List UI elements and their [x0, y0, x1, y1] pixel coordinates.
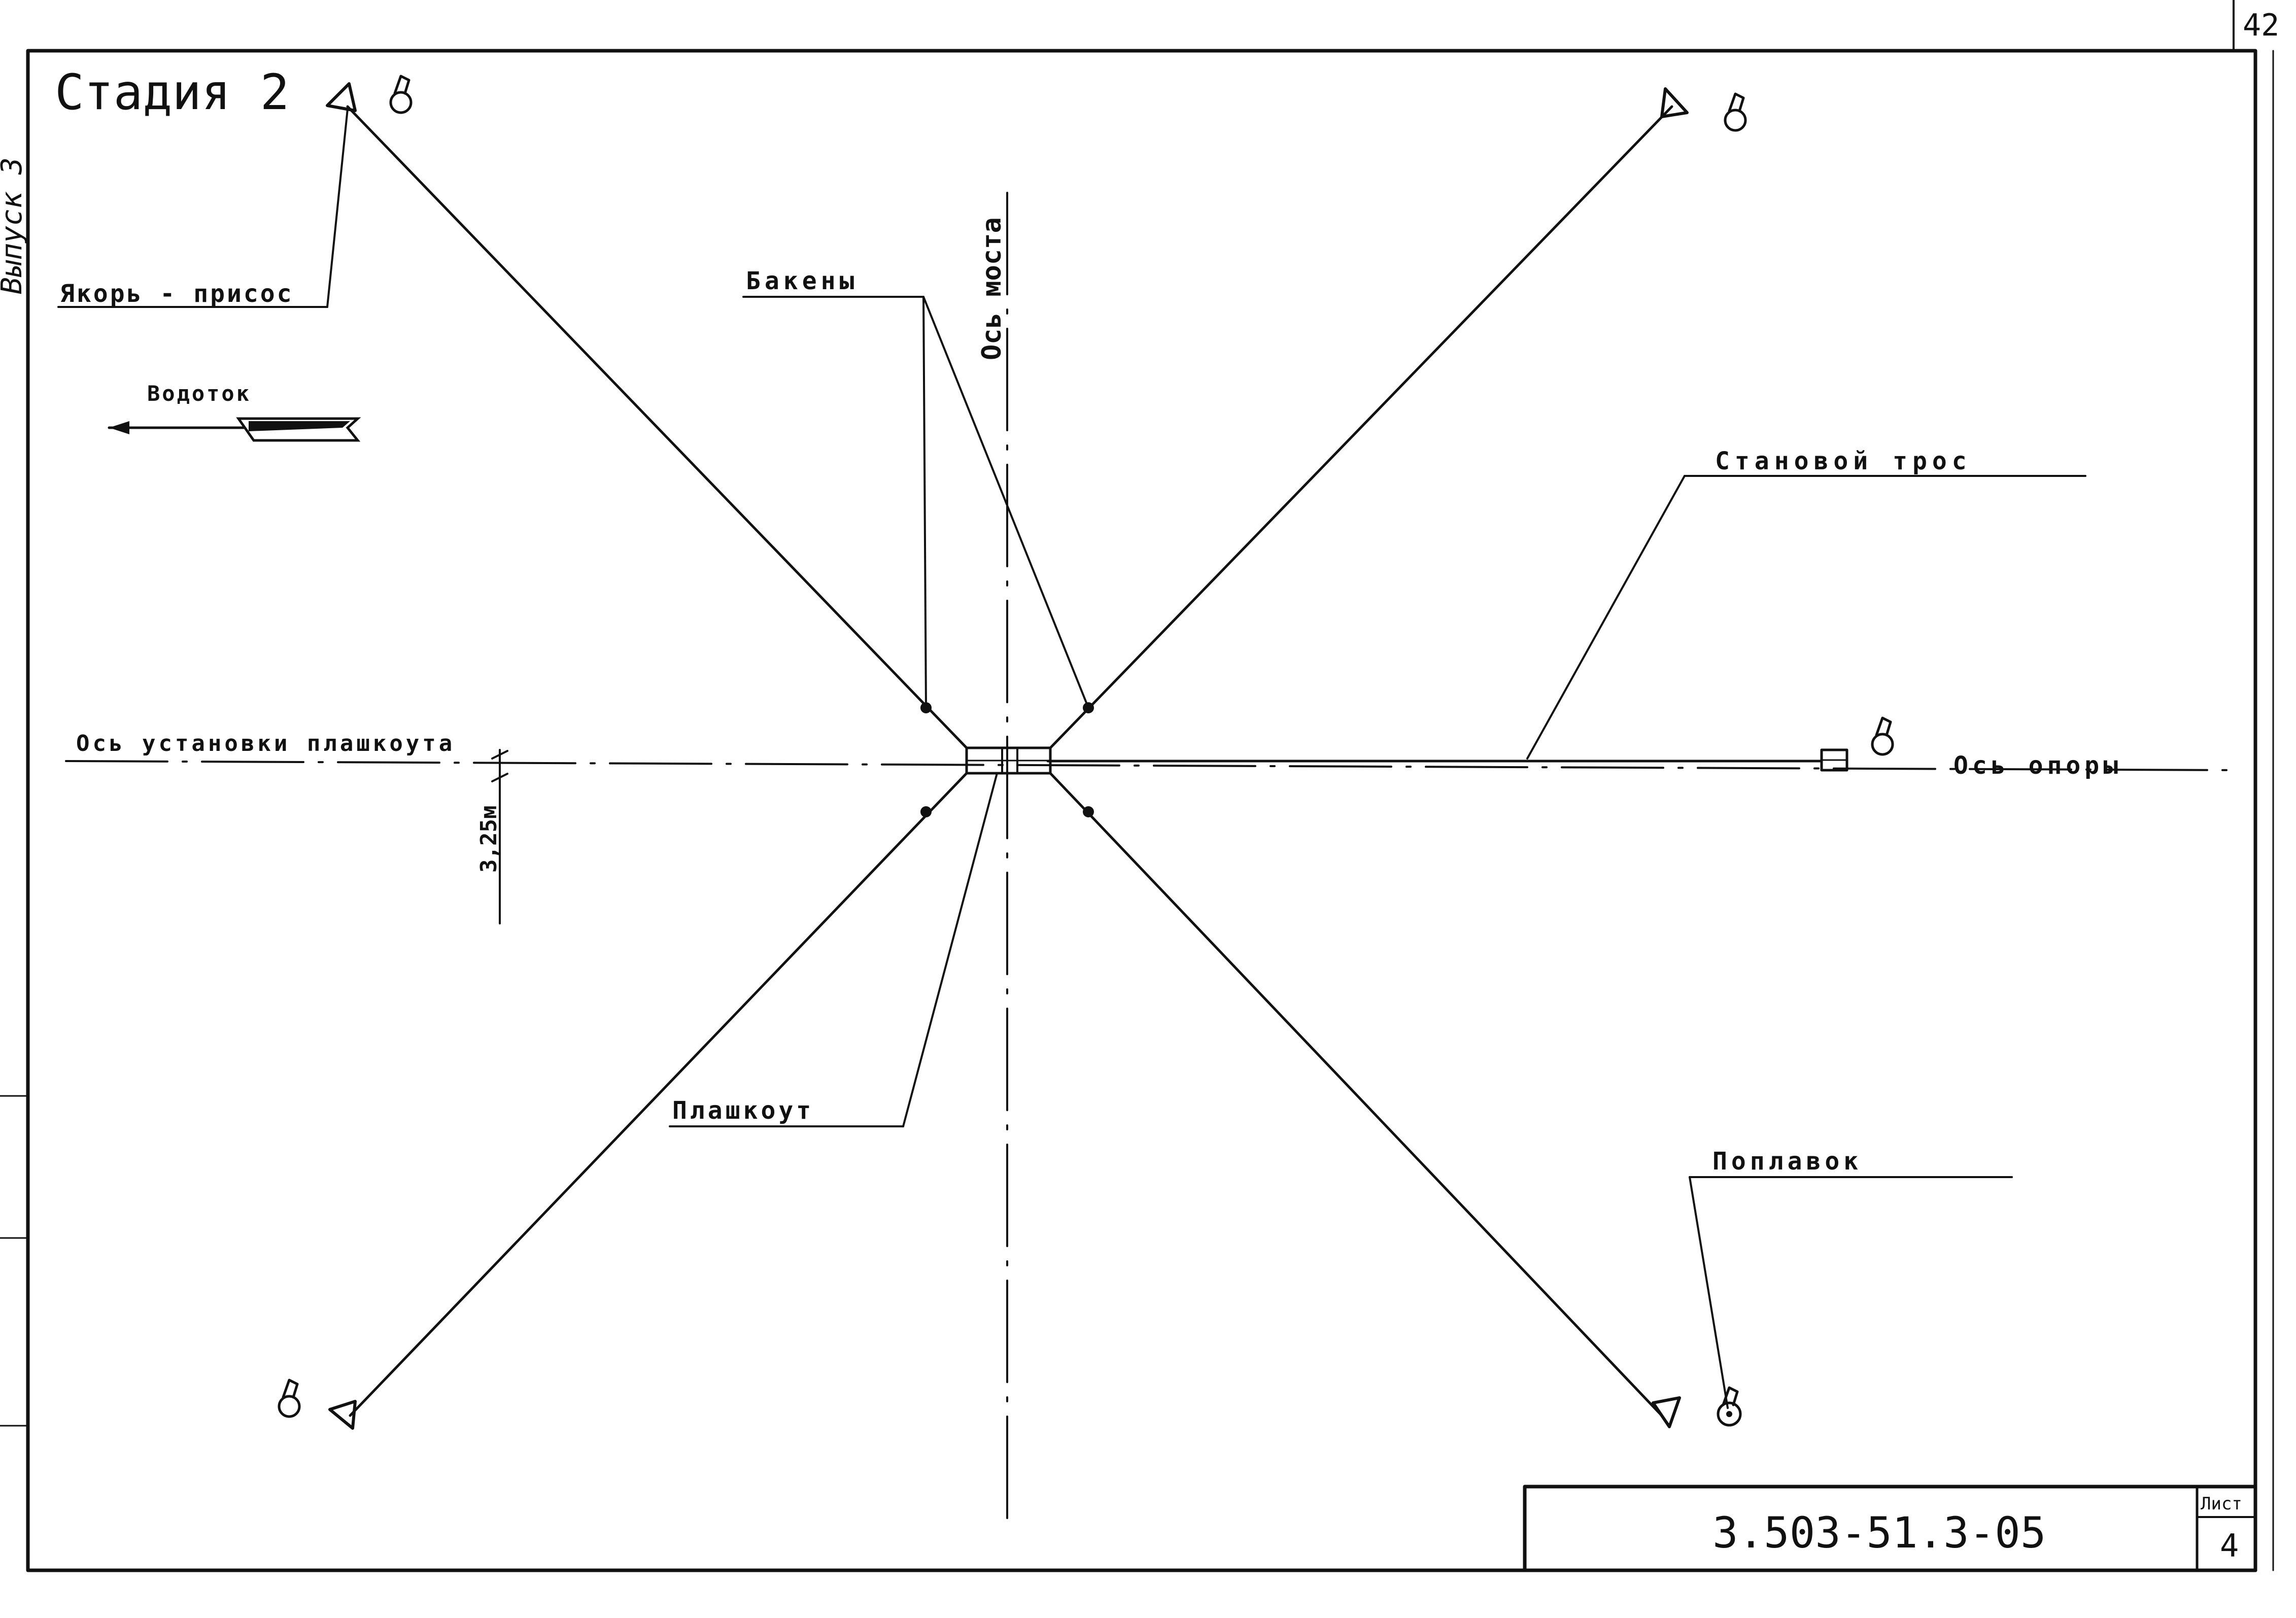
anchor-icon	[1660, 87, 1689, 118]
float-icon	[1717, 1386, 1742, 1427]
offset-label: 3,25м	[476, 806, 502, 873]
sheet-number: 4	[2220, 1527, 2239, 1564]
anchor-icon	[326, 82, 357, 112]
cable-bottom-left	[349, 772, 968, 1417]
cable-top-right	[1049, 105, 1673, 749]
offset-dimension	[491, 749, 508, 924]
buoy-point	[1083, 806, 1094, 817]
float-callout	[1689, 1176, 2013, 1409]
anchor-icons	[326, 82, 1689, 1430]
anchor-label: Якорь - присос	[60, 280, 294, 308]
buoys-label: Бакены	[746, 267, 858, 295]
pontoon-axis-label: Ось установки плашкоута	[76, 731, 455, 756]
float-icon	[389, 75, 413, 114]
buoy-point	[920, 806, 932, 817]
float-label: Поплавок	[1712, 1147, 1862, 1176]
pontoon-axis-line	[65, 760, 2239, 771]
float-icon	[278, 1379, 301, 1418]
support-axis-label: Ось опоры	[1954, 751, 2122, 780]
anchor-icon	[1652, 1396, 1681, 1428]
issue-label: Выпуск 3	[0, 157, 28, 294]
drawing-code: 3.503-51.3-05	[1712, 1508, 2046, 1558]
stage-title: Стадия 2	[55, 64, 289, 121]
cable-bottom-right	[1049, 772, 1663, 1417]
cable-top-left	[346, 105, 968, 749]
anchor-callout	[57, 108, 349, 308]
anchor-icon	[328, 1400, 357, 1430]
pontoon-callout	[669, 772, 998, 1127]
buoys-callout	[742, 296, 1089, 709]
title-block	[1523, 1485, 2257, 1572]
anchor-cables	[346, 105, 1673, 1417]
pontoon-label: Плашкоут	[672, 1096, 814, 1125]
stay-cable-label: Становой трос	[1715, 447, 1972, 475]
float-icon	[1724, 92, 1747, 132]
current-arrow-icon	[108, 417, 361, 442]
sheet-label: Лист	[2201, 1494, 2242, 1514]
float-icon	[1871, 716, 1894, 756]
stay-cable-callout	[1526, 475, 2086, 760]
float-icons	[278, 75, 1894, 1427]
bridge-axis-label: Ось моста	[977, 217, 1007, 360]
page-number: 42	[2243, 8, 2279, 43]
drawing-frame	[0, 0, 2274, 1572]
pontoon	[965, 746, 1052, 775]
current-label: Водоток	[147, 381, 251, 406]
